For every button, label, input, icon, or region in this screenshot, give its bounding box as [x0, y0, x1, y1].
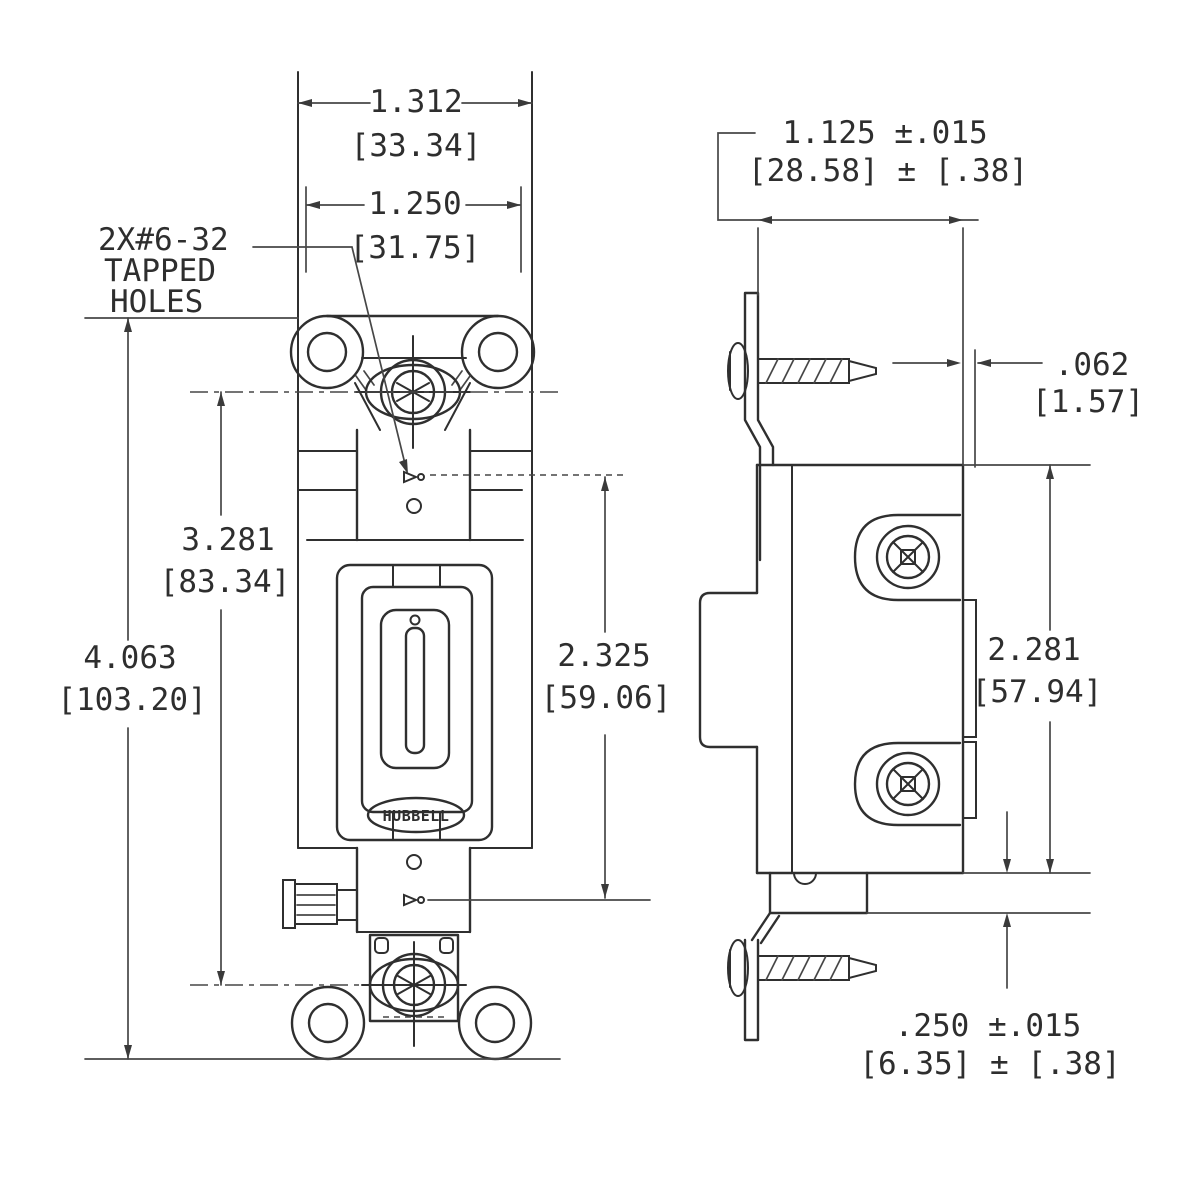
brand-label: HUBBELL [383, 807, 450, 825]
note-line1: 2X#6-32 [98, 222, 229, 258]
dim-overall-in: 4.063 [83, 640, 176, 676]
top-tapped-hole-mark [403, 470, 425, 484]
note-line3: HOLES [110, 284, 203, 320]
side-top-screw [727, 342, 877, 400]
dim-depth-line [717, 132, 979, 466]
dim-front-plate-mm: [31.75] [350, 230, 481, 266]
dim-tapped-mm: [59.06] [541, 680, 672, 716]
side-terminal-screw [282, 879, 358, 929]
dim-front-plate-line [305, 186, 522, 273]
dim-body-extensions [962, 464, 1091, 874]
toggle-surround [379, 608, 451, 770]
bottom-block [768, 871, 869, 915]
toggle-bump [698, 591, 759, 749]
brand-oval [366, 796, 466, 834]
dim-mount-in: 3.281 [181, 522, 274, 558]
top-right-ear-hole [477, 331, 519, 373]
dim-strap-mm: [1.57] [1032, 384, 1144, 420]
dimensions-front: 1.312 [33.34] 1.250 [31.75] 2X#6-32 TAPP… [57, 84, 672, 1060]
dim-bracket-in: .250 ±.015 [895, 1008, 1082, 1044]
bottom-strap-jog [750, 911, 781, 945]
front-view: HUBBELL [190, 71, 558, 1061]
bottom-right-ear [457, 985, 533, 1061]
cover-outer [335, 563, 494, 842]
bottom-left-ear [290, 985, 366, 1061]
dim-body-mm: [57.94] [972, 674, 1103, 710]
note-line2: TAPPED [104, 253, 216, 289]
top-left-ear-hole [306, 331, 348, 373]
lower-terminal-screw [853, 741, 962, 827]
dim-strap-in: .062 [1055, 347, 1130, 383]
dim-body-in: 2.281 [987, 632, 1080, 668]
dim-mount-mm: [83.34] [160, 564, 291, 600]
dim-front-plate-in: 1.250 [368, 186, 461, 222]
top-right-ear [460, 314, 536, 390]
top-strap-profile [743, 291, 775, 562]
bottom-block-notch [793, 872, 817, 885]
toggle-slot [404, 626, 426, 755]
dim-front-width-in: 1.312 [369, 84, 462, 120]
dim-front-width-mm: [33.34] [351, 128, 482, 164]
bottom-mounting-screw [361, 941, 467, 1047]
plate-notch-left [374, 937, 389, 954]
side-bottom-screw [727, 939, 877, 997]
dim-tapped-in: 2.325 [557, 638, 650, 674]
bottom-left-ear-hole [307, 1002, 349, 1044]
dim-depth-in: 1.125 ±.015 [782, 115, 987, 151]
dimensions-side: 1.125 ±.015 [28.58] ± [.38] .062 [1.57] … [717, 115, 1144, 1082]
dim-bracket-mm: [6.35] ± [.38] [859, 1046, 1120, 1082]
cover-tabs [392, 564, 441, 841]
dim-overall-extensions [84, 317, 561, 1060]
dim-depth-mm: [28.58] ± [.38] [748, 153, 1028, 189]
right-face-tabs [962, 599, 977, 819]
note-leader [252, 246, 407, 469]
upper-terminal-screw [853, 513, 962, 602]
yoke-knurl-hatch [355, 370, 471, 391]
top-tapped-hole [406, 498, 422, 514]
cover-mid [360, 585, 474, 814]
side-view [698, 291, 977, 1042]
dim-overall-mm: [103.20] [57, 682, 206, 718]
plate-notch-right [439, 937, 454, 954]
bottom-tapped-hole [406, 854, 422, 870]
bottom-right-ear-hole [474, 1002, 516, 1044]
bottom-tapped-hole-mark [403, 893, 425, 907]
top-left-ear [289, 314, 365, 390]
toggle-pivot-hole [409, 614, 421, 626]
